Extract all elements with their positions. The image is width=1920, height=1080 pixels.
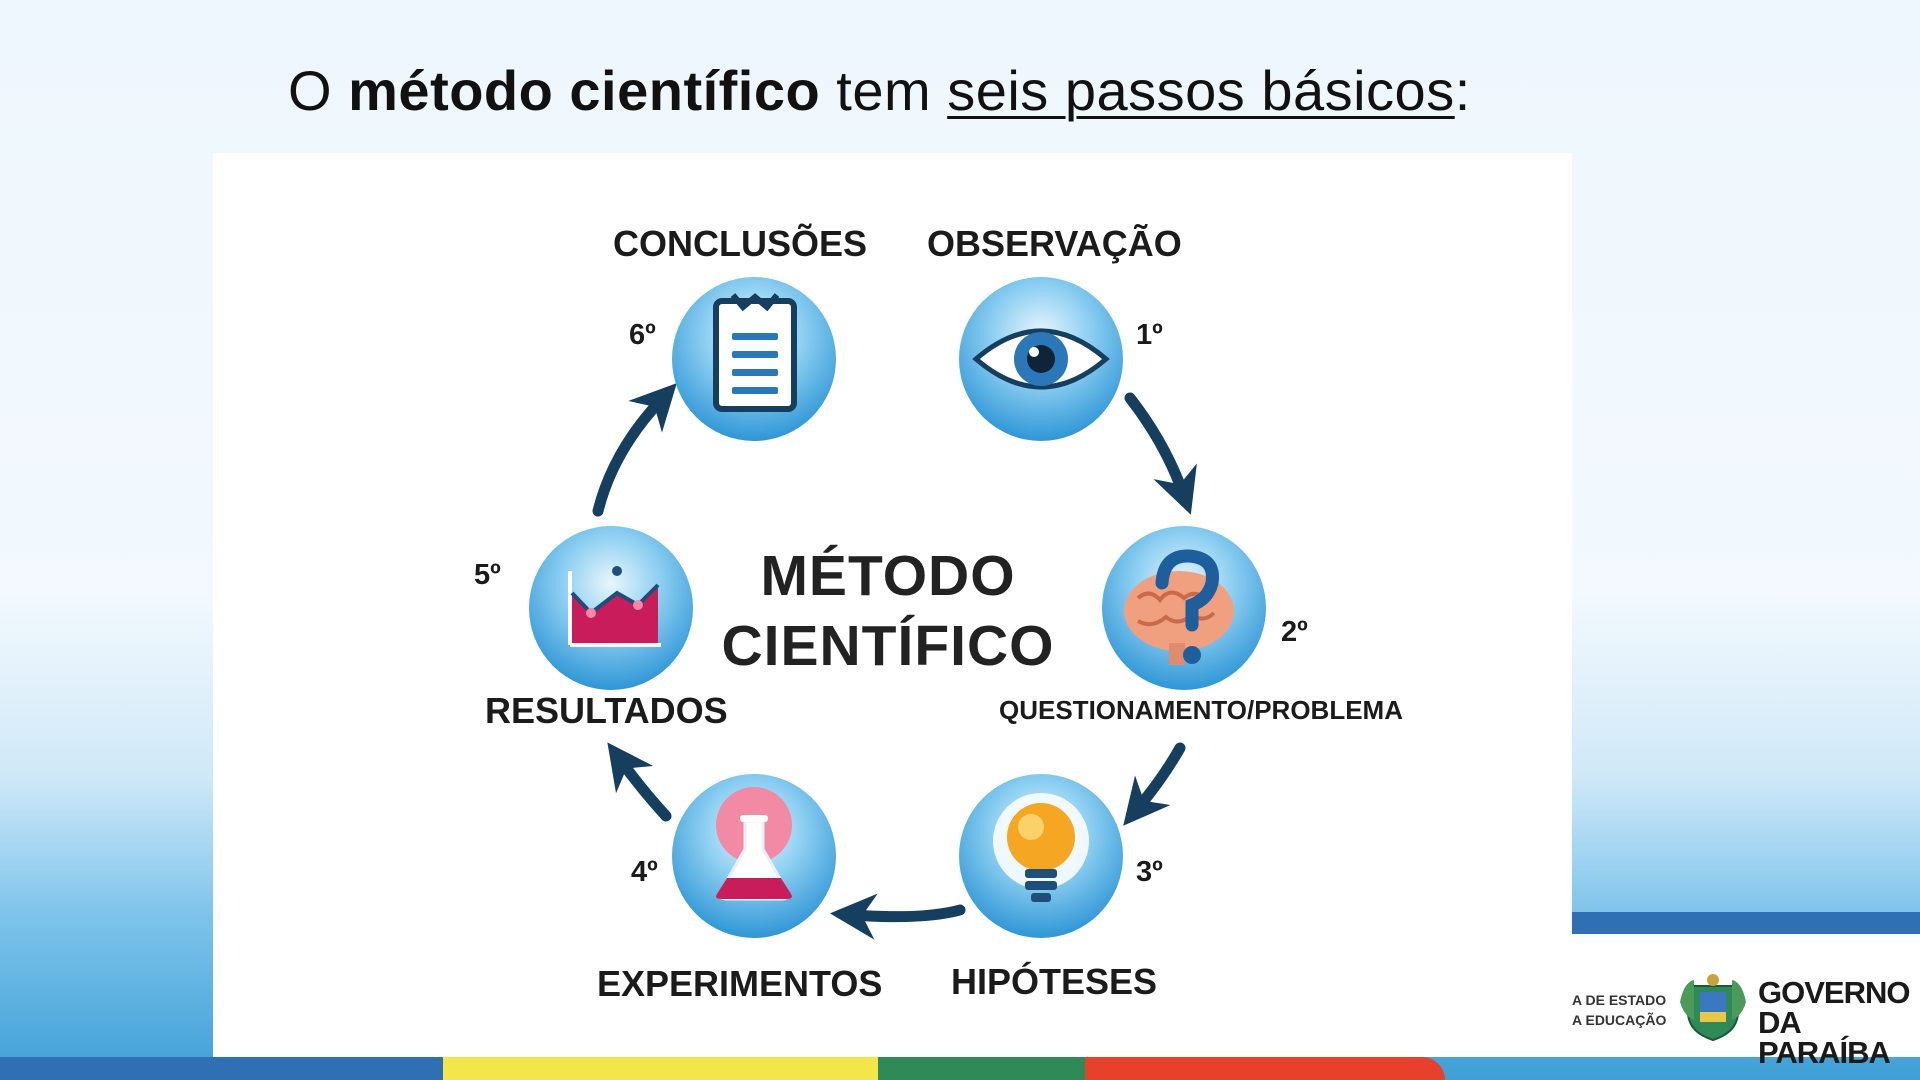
title-middle: tem — [820, 59, 948, 122]
title-underlined: seis passos básicos — [947, 59, 1455, 122]
flask-icon — [716, 787, 792, 901]
arrow-3-to-4 — [829, 893, 966, 940]
secretaria-line2: A EDUCAÇÃO — [1572, 1012, 1667, 1028]
step-3-label: HIPÓTESES — [951, 961, 1158, 1002]
center-title-line1: MÉTODO — [760, 544, 1016, 608]
arrow-5-to-6 — [592, 383, 677, 517]
lightbulb-icon — [993, 793, 1089, 902]
arrow-4-to-5 — [607, 742, 672, 822]
title-suffix: : — [1454, 59, 1471, 122]
secretaria-line1: A DE ESTADO — [1572, 992, 1667, 1008]
step-2-number: 2º — [1281, 616, 1308, 648]
step-5-number: 5º — [474, 559, 501, 591]
gov-line1: GOVERNO — [1758, 975, 1910, 1010]
step-1-label: OBSERVAÇÃO — [927, 223, 1182, 264]
stripe-red — [1085, 1057, 1445, 1080]
step-4-number: 4º — [631, 856, 658, 888]
diagram-center-title: MÉTODO CIENTÍFICO — [653, 541, 1123, 681]
step-3-number: 3º — [1136, 856, 1163, 888]
brain-question-icon — [1124, 549, 1234, 665]
footer-blue-band — [1572, 912, 1920, 934]
governo-paraiba-text: GOVERNO DA PARAÍBA — [1758, 975, 1920, 1070]
clipboard-icon — [713, 293, 797, 412]
slide-title: O método científico tem seis passos bási… — [288, 58, 1471, 123]
title-prefix: O — [288, 59, 349, 122]
step-2-label: QUESTIONAMENTO/PROBLEMA — [999, 695, 1403, 725]
stripe-blue — [0, 1057, 443, 1080]
step-4-label: EXPERIMENTOS — [597, 963, 883, 1004]
cycle-diagram — [529, 277, 1266, 940]
title-bold: método científico — [348, 59, 821, 122]
step-6-label: CONCLUSÕES — [613, 223, 868, 264]
secretaria-text: A DE ESTADO A EDUCAÇÃO — [1572, 990, 1666, 1030]
diagram-panel: MÉTODO CIENTÍFICO OBSERVAÇÃO 1º QUESTION… — [213, 153, 1572, 1057]
chart-icon — [568, 566, 661, 647]
gov-line2: DA PARAÍBA — [1758, 1005, 1891, 1070]
eye-icon — [972, 328, 1110, 390]
government-logo-area: A DE ESTADO A EDUCAÇÃO GOVERNO DA PARAÍB… — [1572, 934, 1920, 1068]
stripe-green — [878, 1057, 1085, 1080]
center-title-line2: CIENTÍFICO — [721, 614, 1055, 678]
stripe-yellow — [443, 1057, 878, 1080]
step-6-number: 6º — [629, 319, 656, 351]
coat-of-arms-icon — [1680, 974, 1746, 1042]
step-1-number: 1º — [1136, 319, 1163, 351]
arrow-1-to-2 — [1124, 392, 1197, 515]
arrow-2-to-3 — [1123, 742, 1186, 826]
step-5-label: RESULTADOS — [485, 690, 728, 731]
